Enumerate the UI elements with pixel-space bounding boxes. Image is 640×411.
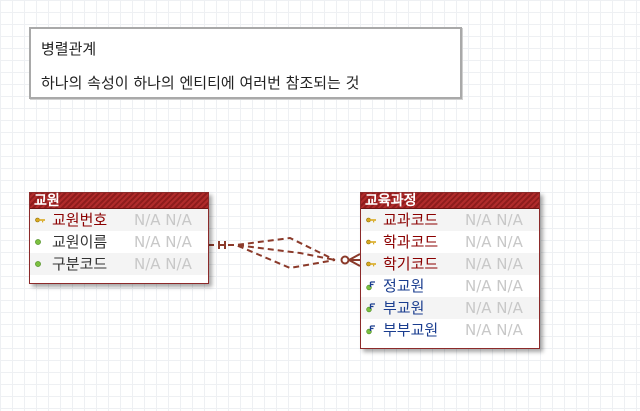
entity-header: 교육과정 [361,193,539,209]
foreign-key-icon [366,281,375,291]
attribute-name: 교과코드 [383,211,439,229]
attribute-row[interactable]: 부부교원 N/A N/A [361,319,539,341]
attribute-name: 교원이름 [52,233,108,251]
foreign-key-icon [366,303,375,313]
attribute-type: N/A N/A [465,255,523,273]
note-description: 하나의 속성이 하나의 엔티티에 여러번 참조되는 것 [41,74,360,92]
attribute-type: N/A N/A [134,211,192,229]
attribute-row[interactable]: 부교원 N/A N/A [361,297,539,319]
attribute-type: N/A N/A [465,233,523,251]
attribute-row[interactable]: 교원이름 N/A N/A [30,231,208,253]
attribute-type: N/A N/A [465,299,523,317]
attribute-dot-icon [35,239,41,245]
attribute-name: 교원번호 [52,211,108,229]
note-title: 병렬관계 [41,40,97,58]
entity-header: 교원 [30,193,208,209]
key-icon [366,261,376,267]
attribute-row[interactable]: 구분코드 N/A N/A [30,253,208,275]
attribute-row[interactable]: 정교원 N/A N/A [361,275,539,297]
attribute-name: 학기코드 [383,255,439,273]
key-icon [366,217,376,223]
attribute-name: 부부교원 [383,321,439,339]
key-icon [35,217,45,223]
attribute-type: N/A N/A [134,233,192,251]
attribute-type: N/A N/A [465,321,523,339]
relationship-line-3 [208,244,336,270]
attribute-dot-icon [35,261,41,267]
attribute-type: N/A N/A [134,255,192,273]
attribute-name: 학과코드 [383,233,439,251]
attribute-name: 부교원 [383,299,425,317]
attribute-type: N/A N/A [465,277,523,295]
crow-foot-marker [348,253,361,267]
attribute-name: 구분코드 [52,255,108,273]
attribute-type: N/A N/A [465,211,523,229]
attribute-row[interactable]: 학과코드 N/A N/A [361,231,539,253]
attribute-row[interactable]: 학기코드 N/A N/A [361,253,539,275]
entity-교육과정[interactable]: 교육과정 교과코드 N/A N/A 학과코드 N/A N/A 학기코드 N/A … [360,192,540,349]
attribute-row[interactable]: 교과코드 N/A N/A [361,209,539,231]
attribute-name: 정교원 [383,277,425,295]
relationship-note: 병렬관계 하나의 속성이 하나의 엔티티에 여러번 참조되는 것 [29,27,462,99]
zero-circle-marker [340,255,350,265]
attribute-row[interactable]: 교원번호 N/A N/A [30,209,208,231]
entity-교원[interactable]: 교원 교원번호 N/A N/A 교원이름 N/A N/A 구분코드 N/A N/… [29,192,209,284]
key-icon [366,239,376,245]
foreign-key-icon [366,325,375,335]
relationship-line-2 [208,244,336,261]
